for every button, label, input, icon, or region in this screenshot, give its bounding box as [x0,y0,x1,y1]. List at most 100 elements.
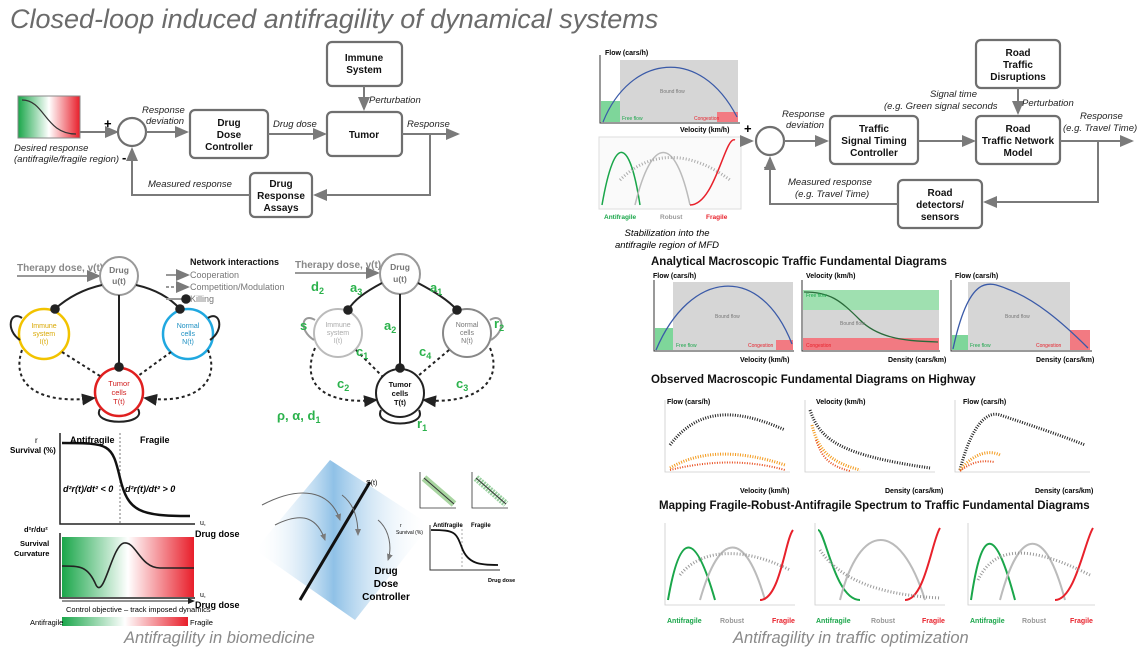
traffic-measured-label-1: Measured response [788,177,872,188]
disruptions-label-1: Road [1006,48,1031,59]
tumor-node-label-3: T(t) [113,397,125,406]
traffic-response-label-2: (e.g. Travel Time) [1063,123,1137,134]
amfd-3-bound: Bound flow [1005,314,1030,320]
controller-antifragile-label: Antifragile [433,523,463,529]
omfd-2-y: Velocity (km/h) [816,399,865,406]
arrow-feedback-to-sum [126,147,250,196]
normal-node-2-label-3: N(t) [461,338,473,345]
curvature-bar-left: Antifragile [30,618,63,627]
normal-node-label: Normal [177,323,200,330]
drug-dose-label: Drug dose [273,119,317,130]
tumor-node-label: Tumor [108,379,130,388]
model-label-1: Road [1006,124,1031,135]
survival-y-label-1: r [35,436,38,445]
tumor-node-2-label-3: T(t) [394,398,407,407]
cell-network-diagram: Therapy dose, v(t) Drug u(t) Immune syst… [9,256,285,423]
mapping-panel-2: Antifragile Robust Fragile [814,523,945,625]
curvature-plot: d²r/du² Survival Curvature u, Drug dose … [14,525,240,627]
immune-node-2-label-3: I(t) [334,338,343,345]
map-1-antifragile: Antifragile [667,618,702,625]
traffic-response-deviation-2: deviation [786,120,824,131]
traffic-controller-label-2: Signal Timing [841,136,906,147]
mapping-panel-1: Antifragile Robust Fragile [664,523,795,625]
detectors-label-2: detectors/ [916,200,964,211]
assays-label-2: Response [257,191,305,202]
param-c2: c2 [337,376,349,393]
amfd-2-free: Free flow [806,293,827,299]
immune-node-2-label: Immune [325,322,350,329]
controller-illustration-label-1: Drug [374,566,397,577]
disruptions-label-2: Traffic [1003,60,1033,71]
param-c4: c4 [419,344,431,361]
omfd-1-x: Velocity (km/h) [740,488,789,495]
disruptions-label-3: Disruptions [990,72,1046,83]
arrow-output-to-assays [313,134,431,201]
traffic-response-label-1: Response [1080,111,1123,122]
controller-r-label: r [400,523,402,529]
immune-node-2 [313,308,363,358]
tumor-node-2-label: Tumor [389,380,412,389]
observed-mfd-heading: Observed Macroscopic Fundamental Diagram… [651,374,976,386]
curvature-objective: Control objective – track imposed dynami… [66,605,211,614]
param-a3: a3 [350,280,362,297]
normal-cells-node [161,307,215,361]
controller-illustration-label-3: Controller [362,592,410,603]
analytical-mfd-heading: Analytical Macroscopic Traffic Fundament… [651,256,947,268]
summing-junction [116,116,148,148]
omfd-3-y: Flow (cars/h) [963,399,1006,406]
normal-node-2-label-2: cells [460,330,475,337]
curvature-x-label-1: u, [200,592,206,599]
analytical-mfd-panels: Flow (cars/h) Bound flow Free flow Conge… [653,273,1094,364]
immune-node-label: Immune [31,323,56,330]
amfd-1-y: Flow (cars/h) [653,273,696,280]
traffic-controller-label-1: Traffic [859,124,889,135]
param-a2: a2 [384,318,396,335]
response-label: Response [407,119,450,130]
survival-x-label-1: u, [200,520,206,527]
controller-label-3: Controller [205,142,253,153]
detectors-label-1: Road [928,188,953,199]
map-2-fragile: Fragile [922,618,945,625]
legend-killing: Killing [190,294,214,304]
param-r2: r2 [494,316,504,333]
drug-node-sublabel-2: u(t) [393,274,407,284]
immune-system-box [325,40,404,88]
legend-cooperation: Cooperation [190,270,239,280]
amfd-2-y: Velocity (km/h) [806,273,855,280]
desired-response-thumbnail [17,95,81,139]
thumb-robust: Robust [660,214,683,221]
tumor-node-label-2: cells [111,388,126,397]
plus-sign: + [104,116,112,131]
signal-time-label-1: Signal time [930,89,977,100]
param-s: s [300,318,307,333]
amfd-3-free: Free flow [970,343,991,349]
mapping-panels: Antifragile Robust Fragile Antifragile R… [664,523,1095,625]
thumb-mfd-y: Flow (cars/h) [605,50,648,57]
survival-left-equation: d²r(t)/dt² < 0 [63,484,113,494]
mapping-panel-3: Antifragile Robust Fragile [967,523,1095,625]
traffic-perturbation-label: Perturbation [1022,98,1074,109]
map-3-robust: Robust [1022,618,1047,625]
immune-node [17,307,71,361]
response-deviation-label-2: deviation [146,116,184,127]
map-2-robust: Robust [871,618,896,625]
normal-node-2-label: Normal [456,322,479,329]
tumor-label: Tumor [349,130,379,141]
page-title: Closed-loop induced antifragility of dyn… [10,4,659,34]
caption-biomedicine: Antifragility in biomedicine [124,629,315,647]
traffic-mfd-thumbnail: Flow (cars/h) Bound flow Free flow Conge… [598,50,742,221]
normal-node-label-3: N(t) [182,339,194,346]
model-label-3: Model [1004,148,1033,159]
param-c1: c1 [356,344,368,361]
immune-node-label-2: system [33,331,55,338]
immune-label-2: System [346,65,382,76]
controller-illustration: S(t) Drug Dose Controller Antifragile Fr… [255,460,515,620]
omfd-1-y: Flow (cars/h) [667,399,710,406]
amfd-1-x: Velocity (km/h) [740,357,789,364]
legend-competition: Competition/Modulation [190,282,285,292]
survival-antifragile-label: Antifragile [70,435,115,445]
drug-node-label-2: Drug [390,262,410,272]
controller-drug-dose-label: Drug dose [488,578,515,584]
immune-node-label-3: I(t) [40,339,49,346]
curvature-x-label-2: Drug dose [195,600,240,610]
